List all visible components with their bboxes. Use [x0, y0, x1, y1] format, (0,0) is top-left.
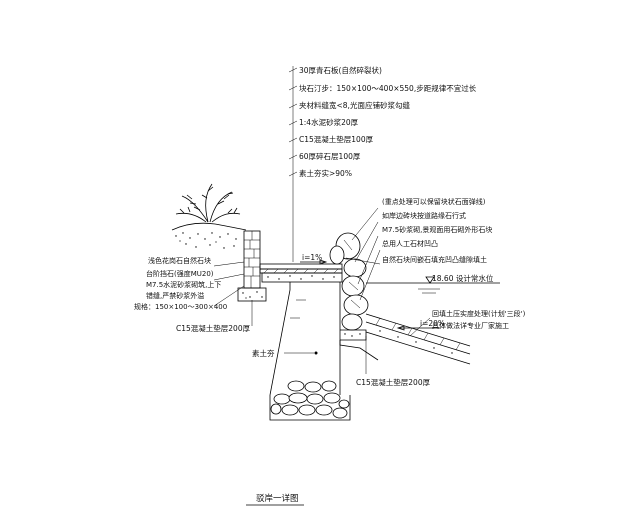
left-wall-footing: [237, 287, 267, 302]
note-top-7: 素土夯实>90%: [299, 168, 352, 178]
note-right-upper-1: (重点处理可以保留块状石面弹线): [382, 197, 486, 206]
note-center-bottom: 素土夯: [252, 348, 275, 358]
note-left-4: 错缝,严禁砂浆外溢: [146, 291, 204, 300]
rubble-foundation: [269, 380, 351, 421]
note-right-lower-1: 回填土压实度处理(计划'三段'): [432, 309, 526, 318]
center-bottom-leader: [284, 351, 318, 355]
note-left-5: 规格：150×100～300×400: [134, 302, 227, 311]
note-top-3: 夹材料缝宽<8,光面应铺砂浆勾缝: [299, 100, 410, 110]
soil-stipple-left: [175, 232, 237, 249]
note-right-upper-3: M7.5砂浆砌,景观面用石砌外形石块: [382, 225, 492, 234]
note-top-1: 30厚青石板(自然碎裂状): [299, 65, 382, 75]
note-bottom-right: C15混凝土垫层200厚: [356, 377, 431, 387]
note-top-4: 1:4水泥砂浆20厚: [299, 117, 359, 127]
right-lower-leaders: [409, 317, 431, 337]
water-level-label: 18.60 设计常水位: [432, 273, 494, 283]
boulder-revetment: [329, 232, 369, 331]
slope-label-top: i=1%: [302, 253, 322, 262]
note-right-lower-2: 具体做法详专业厂家施工: [432, 321, 509, 330]
boulder-concrete-base: [340, 329, 367, 341]
note-top-5: C15混凝土垫层100厚: [299, 134, 374, 144]
drawing-caption: 驳岸一详图: [256, 493, 299, 504]
slope-marker-top: [300, 259, 328, 265]
note-right-upper-2: 如岸边砖块按道路缘石行式: [382, 211, 466, 220]
top-leader: [288, 66, 298, 262]
water-level: [366, 276, 500, 294]
note-left-3: M7.5水泥砂浆砌筑,上下: [146, 280, 221, 289]
slope-lining-right: [339, 313, 471, 365]
note-top-2: 块石汀步：150×100～400×550,步距规律不宜过长: [299, 83, 477, 93]
note-left-2: 台阶挡石(强度MU20): [146, 269, 214, 278]
note-top-6: 60厚碎石层100厚: [299, 151, 361, 161]
paving-slab: [259, 263, 343, 283]
note-left-bottom: C15混凝土垫层200厚: [176, 323, 251, 333]
note-left-1: 浅色花岗石自然石块: [148, 256, 211, 265]
rammed-soil-body: [269, 282, 341, 396]
left-leaders: [213, 261, 253, 326]
soil-surface-left: [171, 222, 247, 231]
note-right-upper-4: 总用人工石材凹凸: [382, 239, 438, 248]
right-upper-leaders: [345, 207, 381, 301]
note-right-upper-5: 自然石块间嵌石填充凹凸缝隙填土: [382, 255, 487, 264]
slope-label-right: i=20%: [420, 319, 445, 328]
planting-shrub: [175, 183, 241, 223]
left-step-stone-wall: [243, 230, 261, 289]
